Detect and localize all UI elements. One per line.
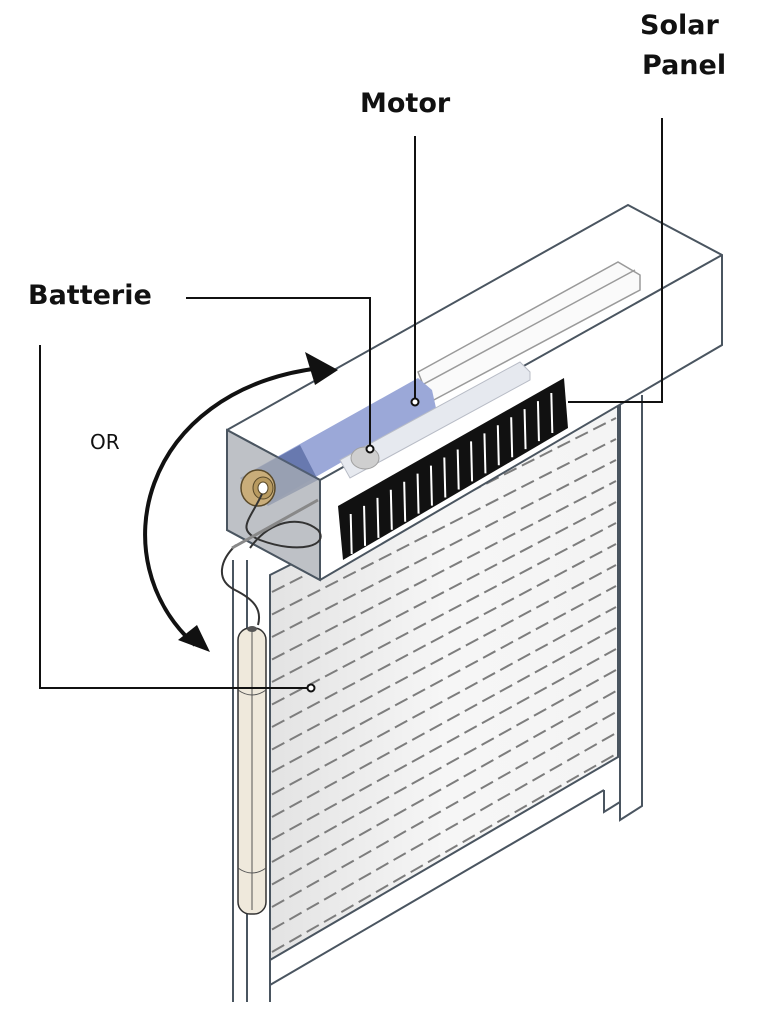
- solar-cell-divider: [550, 393, 554, 434]
- wiring: [220, 493, 322, 626]
- shutter-slat: [271, 648, 617, 841]
- solar-cell-divider: [496, 425, 500, 466]
- solar-cell-divider: [429, 465, 433, 506]
- shutter-slat: [271, 501, 617, 683]
- solar-cell-divider: [536, 401, 540, 442]
- shutter-slat: [271, 753, 617, 953]
- shutter-slat: [271, 732, 617, 931]
- solar-cell-divider: [389, 489, 393, 530]
- solar-cell-divider: [443, 457, 447, 498]
- shutter-slat: [271, 627, 617, 818]
- solar-panel: [338, 378, 568, 560]
- leader-lines: [39, 118, 663, 693]
- end-cap: [240, 469, 276, 507]
- shutter-slat: [271, 480, 617, 661]
- solar-cell-divider: [483, 433, 487, 474]
- solar-cell-divider: [363, 505, 367, 546]
- shutter-slat: [271, 690, 617, 886]
- battery-leader: [186, 297, 371, 446]
- solar-cell-divider: [456, 449, 460, 490]
- label-motor: Motor: [360, 88, 451, 119]
- shutter-slat: [271, 585, 617, 773]
- solar-cell-divider: [349, 513, 353, 554]
- external-battery: [237, 626, 267, 915]
- solar-cell-divider: [523, 409, 527, 450]
- solar-panel-leader: [568, 118, 663, 403]
- shutter-slat: [271, 711, 617, 908]
- shutter-box: [220, 203, 723, 626]
- solar-cell-divider: [403, 481, 407, 522]
- internal-battery: [339, 361, 531, 479]
- solar-cell-divider: [376, 497, 380, 538]
- shutter-slat: [271, 438, 617, 616]
- shutter-slat: [271, 669, 617, 863]
- shutter-slat: [271, 522, 617, 706]
- or-arrow: [143, 352, 338, 652]
- label-battery: Batterie: [28, 280, 152, 311]
- label-solar-panel-line2: Panel: [642, 50, 727, 81]
- box-side-face: [226, 428, 321, 582]
- shutter-slat: [271, 564, 617, 751]
- shutter-slat: [271, 543, 617, 728]
- shutter-slat: [271, 459, 617, 638]
- label-or: OR: [90, 430, 120, 454]
- label-solar-panel-line1: Solar: [640, 10, 719, 41]
- battery-external-leader: [39, 345, 308, 689]
- shutter-slat: [271, 606, 617, 796]
- solar-cell-divider: [510, 417, 514, 458]
- solar-cell-divider: [416, 473, 420, 514]
- solar-cell-divider: [470, 441, 474, 482]
